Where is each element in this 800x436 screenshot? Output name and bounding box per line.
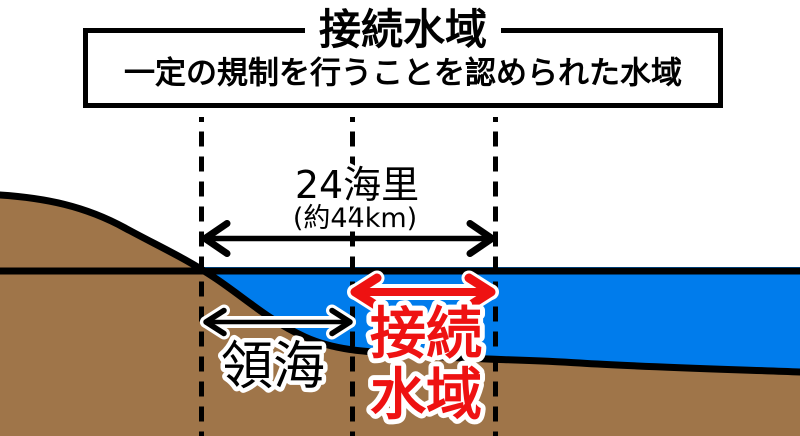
diagram-subtitle: 一定の規制を行うことを認められた水域	[124, 55, 682, 92]
territorial-sea-arrow-ink	[203, 307, 353, 337]
dashed-line-top-tick	[350, 117, 355, 122]
title-box: 接続水域 一定の規制を行うことを認められた水域	[83, 5, 723, 108]
distance-arrow-right-head	[466, 220, 496, 257]
territorial-limit-dashed-line	[350, 117, 355, 436]
contiguous-zone-arrow-ink	[350, 273, 496, 311]
diagram-title: 接続水域	[304, 5, 502, 55]
distance-arrow-left-head	[201, 220, 231, 257]
dashed-line-top-tick	[199, 117, 204, 122]
territorial-sea-label: 領海	[221, 337, 325, 397]
contiguous-zone-label-line1: 接続	[370, 302, 482, 367]
distance-approx-label: (約44km)	[293, 203, 417, 234]
territorial-sea-arrow	[200, 304, 356, 340]
distance-arrow-24nm	[201, 220, 496, 257]
contiguous-limit-dashed-line	[493, 117, 498, 436]
land-shape	[0, 195, 800, 436]
baseline-dashed-line	[199, 117, 204, 436]
distance-label: 24海里	[295, 163, 419, 207]
coastline-seabed-line	[0, 191, 800, 376]
dashed-line-top-tick	[493, 117, 498, 122]
contiguous-zone-arrow	[347, 270, 499, 314]
contiguous-zone-label-line2: 水域	[370, 363, 482, 428]
